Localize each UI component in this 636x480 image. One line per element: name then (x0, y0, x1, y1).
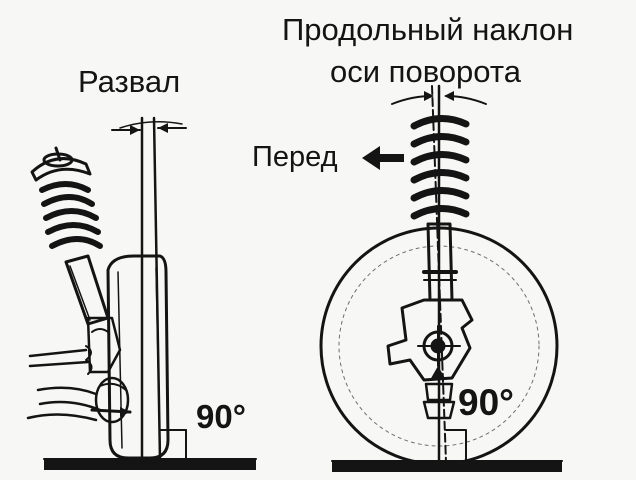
right-angle-right (445, 429, 467, 461)
top-mount-left (30, 146, 92, 182)
control-arm-left (26, 348, 132, 422)
spring-left (39, 181, 103, 249)
right-angle-label-right: 90° (458, 382, 514, 423)
ground-left (43, 458, 257, 470)
caster-label-line1: Продольный наклон (282, 12, 574, 47)
caster-angle-arrows (391, 91, 487, 105)
caster-figure (319, 84, 563, 472)
front-label: Перед (252, 141, 338, 173)
spring-right (410, 115, 470, 220)
ball-joint-right (422, 382, 456, 420)
camber-figure (26, 116, 257, 470)
right-angle-left (159, 429, 187, 459)
front-arrow-icon (362, 146, 404, 170)
ground-right (331, 460, 563, 472)
knuckle-right (386, 298, 474, 382)
strut-left (64, 254, 110, 326)
camber-angle-arrows (111, 121, 187, 135)
camber-label: Развал (78, 64, 181, 99)
caster-label-line2: оси поворота (330, 54, 521, 89)
right-angle-label-left: 90° (196, 398, 246, 435)
